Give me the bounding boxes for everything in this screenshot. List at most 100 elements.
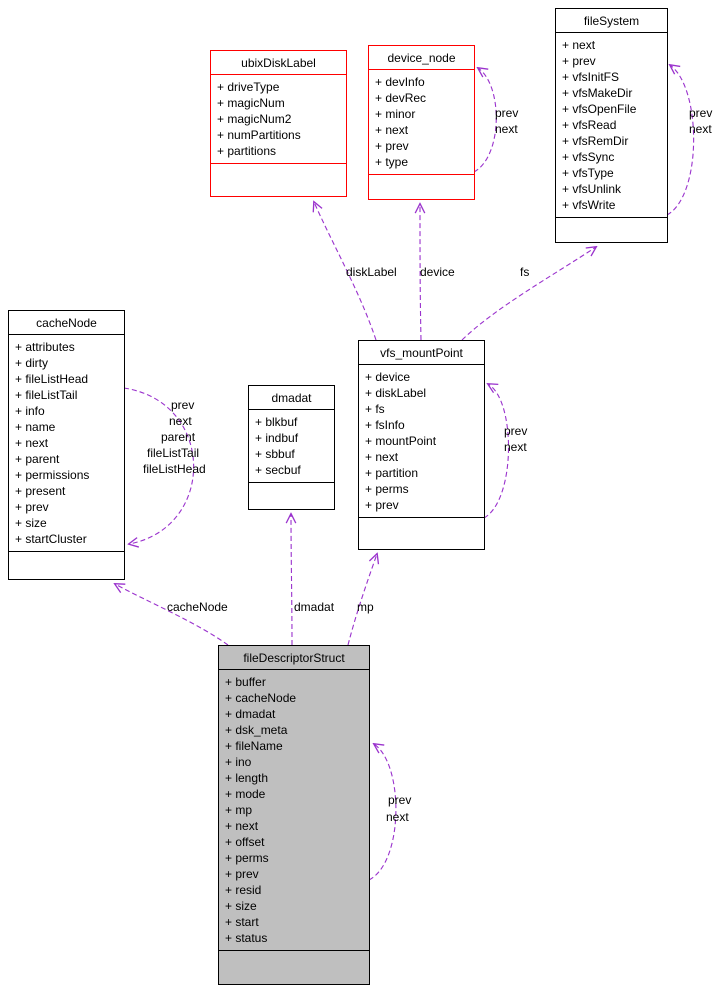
class-field: + fileName (225, 739, 283, 753)
class-field: + prev (15, 500, 49, 514)
edge-label-cachenode-fileListTail: fileListTail (147, 446, 200, 460)
class-field: + start (225, 915, 259, 929)
class-field: + size (225, 899, 257, 913)
class-fields-vfs_mountPoint: + device+ diskLabel+ fs+ fsInfo+ mountPo… (359, 365, 484, 517)
class-field: + permissions (15, 468, 90, 482)
class-field: + vfsOpenFile (562, 102, 637, 116)
class-field: + vfsType (562, 166, 614, 180)
class-title-cacheNode: cacheNode (9, 311, 124, 335)
class-field: + fileListTail (15, 388, 78, 402)
edge-label-vfs-prev: prev (504, 424, 528, 438)
class-field: + type (375, 155, 409, 169)
class-field: + vfsWrite (562, 198, 616, 212)
class-field: + diskLabel (365, 386, 427, 400)
edge-filedescriptor-dmadat (291, 514, 292, 646)
class-field: + vfsInitFS (562, 70, 620, 84)
edge-label-cacheNode: cacheNode (167, 600, 228, 614)
class-field: + prev (562, 54, 596, 68)
edge-vfsmountpoint-self (483, 384, 510, 519)
edge-vfsmountpoint-fs (461, 247, 596, 341)
class-field: + devInfo (375, 75, 425, 89)
class-field: + perms (365, 482, 409, 496)
edge-label-cachenode-next: next (169, 414, 192, 428)
class-field: + status (225, 931, 268, 945)
class-field: + prev (375, 139, 409, 153)
class-field: + partition (365, 466, 419, 480)
edge-label-cachenode-fileListHead: fileListHead (143, 462, 206, 476)
class-field: + size (15, 516, 47, 530)
class-field: + info (15, 404, 45, 418)
edge-filedescriptor-mp (347, 554, 377, 646)
class-field: + dirty (15, 356, 49, 370)
class-fields-fileSystem: + next+ prev+ vfsInitFS+ vfsMakeDir+ vfs… (556, 33, 667, 217)
class-title-device_node: device_node (369, 46, 474, 70)
edge-vfsmountpoint-disklabel (314, 202, 377, 341)
class-field: + driveType (217, 80, 280, 94)
edge-filesystem-self (666, 65, 695, 216)
class-field: + parent (15, 452, 60, 466)
class-field: + next (15, 436, 49, 450)
edge-label-fd-next: next (386, 810, 409, 824)
class-field: + vfsUnlink (562, 182, 622, 196)
class-field: + name (15, 420, 56, 434)
class-field: + next (365, 450, 399, 464)
class-field: + mode (225, 787, 266, 801)
class-cacheNode[interactable]: cacheNode + attributes + dirty + fileListH… (8, 310, 125, 580)
class-footer-vfs_mountPoint (359, 517, 484, 549)
edge-label-device: device (420, 265, 455, 279)
class-footer-fileSystem (556, 217, 667, 242)
edge-label-filesystem-prev: prev (689, 106, 713, 120)
class-field: + vfsSync (562, 150, 615, 164)
class-fileDescriptorStruct[interactable]: fileDescriptorStruct + buffer + cacheNode… (218, 645, 370, 985)
class-field: + partitions (217, 144, 277, 158)
edge-label-filesystem-next: next (689, 122, 712, 136)
edge-label-fs: fs (520, 265, 530, 279)
class-field: + numPartitions (217, 128, 301, 142)
class-field: + next (375, 123, 409, 137)
class-dmadat[interactable]: dmadat + blkbuf+ indbuf+ sbbuf+ secbuf (248, 385, 335, 510)
edge-cachenode-self (123, 387, 195, 544)
class-field: + vfsRemDir (562, 134, 629, 148)
class-field: + startCluster (15, 532, 87, 546)
class-title-fileDescriptorStruct: fileDescriptorStruct (219, 646, 369, 670)
class-field: + perms (225, 851, 269, 865)
class-fields-cacheNode: + attributes + dirty + fileListHead + fileL… (9, 335, 124, 551)
class-footer-dmadat (249, 482, 334, 509)
class-ubixDiskLabel[interactable]: ubixDiskLabel + driveType+ magicNum+ mag… (210, 50, 347, 197)
edge-filedescriptor-self (368, 744, 397, 881)
class-field: + buffer (225, 675, 266, 689)
class-fields-dmadat: + blkbuf+ indbuf+ sbbuf+ secbuf (249, 410, 334, 482)
class-fileSystem[interactable]: fileSystem + next+ prev+ vfsInitFS+ vfsM… (555, 8, 668, 243)
class-field: + next (225, 819, 259, 833)
edge-label-devicenode-next: next (495, 122, 518, 136)
edge-filedescriptor-cachenode (115, 584, 229, 646)
class-field: + cacheNode (225, 691, 297, 705)
class-field: + fileListHead (15, 372, 89, 386)
class-field: + prev (225, 867, 259, 881)
class-field: + attributes (15, 340, 75, 354)
class-field: + next (562, 38, 596, 52)
class-footer-ubixDiskLabel (211, 163, 346, 196)
class-footer-device_node (369, 174, 474, 199)
edge-devicenode-self (473, 68, 497, 173)
class-field: + dsk_meta (225, 723, 288, 737)
class-field: + dmadat (225, 707, 276, 721)
edge-label-mp: mp (357, 600, 374, 614)
edge-label-devicenode-prev: prev (495, 106, 519, 120)
class-title-vfs_mountPoint: vfs_mountPoint (359, 341, 484, 365)
class-field: + mp (225, 803, 253, 817)
edge-label-cachenode-prev: prev (171, 398, 195, 412)
class-device_node[interactable]: device_node + devInfo+ devRec+ minor+ ne… (368, 45, 475, 200)
class-field: + sbbuf (255, 447, 295, 461)
class-title-ubixDiskLabel: ubixDiskLabel (211, 51, 346, 75)
class-field: + blkbuf (255, 415, 298, 429)
class-field: + device (365, 370, 411, 384)
class-field: + resid (225, 883, 262, 897)
edge-vfsmountpoint-device (420, 204, 421, 341)
edge-label-cachenode-parent: parent (161, 430, 196, 444)
class-field: + minor (375, 107, 416, 121)
class-field: + secbuf (255, 463, 301, 477)
class-vfs_mountPoint[interactable]: vfs_mountPoint + device+ diskLabel+ fs+ … (358, 340, 485, 550)
class-fields-fileDescriptorStruct: + buffer + cacheNode + dmadat + dsk_meta + f… (219, 670, 369, 950)
